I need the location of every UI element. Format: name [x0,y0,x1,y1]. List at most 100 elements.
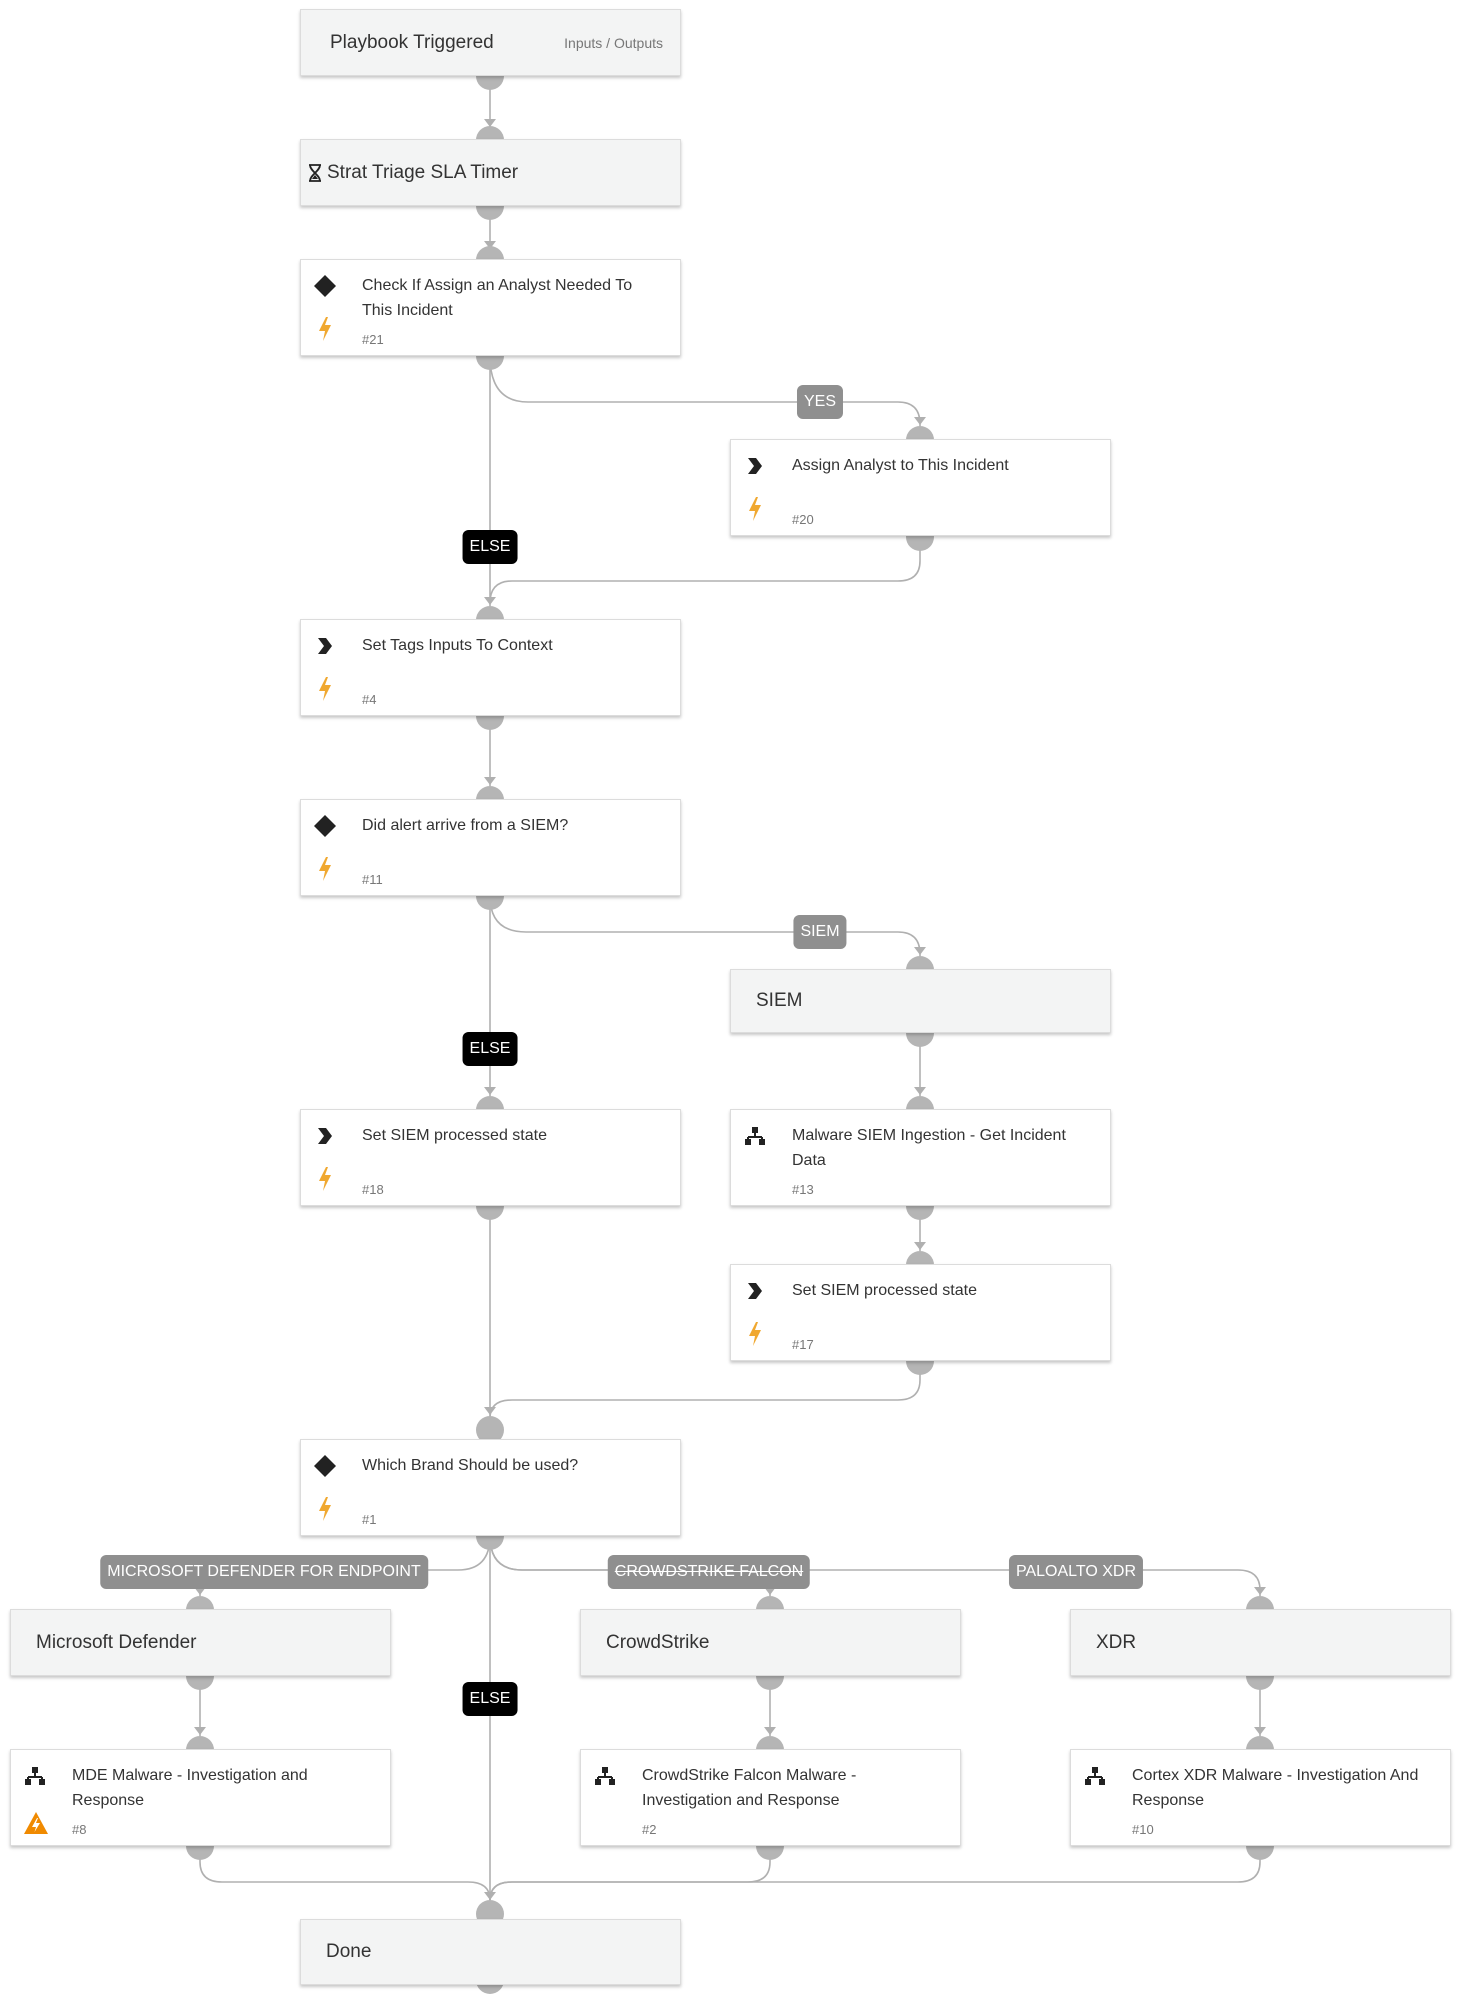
port-in [476,1416,504,1444]
arrowhead [484,1087,496,1095]
set-siem-processed-18-node[interactable]: Set SIEM processed state #18 [300,1109,681,1206]
playbook-triggered-node[interactable]: Playbook Triggered Inputs / Outputs [300,9,681,76]
wire-check-assign [489,355,921,426]
task-id: #13 [792,1182,814,1197]
task-id: #20 [792,512,814,527]
chevron-right-icon [313,1124,337,1148]
section-title: XDR [1096,1631,1137,1653]
arrowhead [764,1727,776,1735]
bolt-icon [315,1496,335,1522]
section-title: Done [326,1941,372,1962]
wire-cs-done [489,1846,771,1901]
task-name: Cortex XDR Malware - Investigation And R… [1132,1767,1419,1809]
section-title: CrowdStrike [606,1631,710,1653]
condition-label-yes[interactable]: YES [796,385,844,419]
task-name: Malware SIEM Ingestion - Get Incident Da… [792,1127,1066,1169]
wire-assign-merge [489,537,921,604]
arrowhead [914,417,926,425]
task-id: #1 [362,1512,377,1527]
crowdstrike-section-node[interactable]: CrowdStrike [580,1609,961,1676]
hourglass-icon [309,163,321,182]
set-tags-node[interactable]: Set Tags Inputs To Context #4 [300,619,681,716]
mde-malware-node[interactable]: MDE Malware - Investigation and Response… [10,1749,391,1846]
which-brand-node[interactable]: Which Brand Should be used? #1 [300,1439,681,1536]
chevron-right-icon [313,634,337,658]
bolt-icon [315,676,335,702]
sla-timer-node[interactable]: Strat Triage SLA Timer [300,139,681,206]
node-title: Playbook Triggered [330,31,494,53]
malware-siem-ingestion-node[interactable]: Malware SIEM Ingestion - Get Incident Da… [730,1109,1111,1206]
section-title: Microsoft Defender [36,1631,197,1653]
task-name: Check If Assign an Analyst Needed To Thi… [362,277,633,319]
arrowhead [194,1587,206,1595]
condition-label-microsoft-defender[interactable]: MICROSOFT DEFENDER FOR ENDPOINT [100,1555,428,1589]
task-name: Set SIEM processed state [362,1127,547,1144]
cortex-xdr-malware-node[interactable]: Cortex XDR Malware - Investigation And R… [1070,1749,1451,1846]
bolt-icon [745,1321,765,1347]
arrowhead [1254,1587,1266,1595]
microsoft-defender-section-node[interactable]: Microsoft Defender [10,1609,391,1676]
condition-label-else[interactable]: ELSE [462,530,518,564]
task-id: #18 [362,1182,384,1197]
arrowhead [484,1407,496,1415]
sub-playbook-icon [593,1764,617,1788]
task-name: Which Brand Should be used? [362,1457,579,1474]
section-title: SIEM [756,990,803,1011]
arrowhead [764,1587,776,1595]
task-name: MDE Malware - Investigation and Response [72,1767,308,1809]
chevron-right-icon [743,1279,767,1303]
chevron-right-icon [743,454,767,478]
condition-label-else[interactable]: ELSE [462,1682,518,1716]
arrowhead [914,947,926,955]
wire-xdr-done [489,1846,1261,1901]
inputs-outputs-link[interactable]: Inputs / Outputs [564,34,663,51]
task-id: #2 [642,1822,657,1837]
task-id: #11 [362,872,383,887]
bolt-icon [315,856,335,882]
arrowhead [484,597,496,605]
arrowhead [484,1892,496,1900]
task-name: Set SIEM processed state [792,1282,977,1299]
sub-playbook-icon [1083,1764,1107,1788]
diamond-icon [313,814,337,838]
task-id: #10 [1132,1822,1154,1837]
sub-playbook-icon [23,1764,47,1788]
arrowhead [914,1087,926,1095]
set-siem-processed-17-node[interactable]: Set SIEM processed state #17 [730,1264,1111,1361]
bolt-icon [745,496,765,522]
condition-label-else[interactable]: ELSE [462,1032,518,1066]
check-assign-analyst-node[interactable]: Check If Assign an Analyst Needed To Thi… [300,259,681,356]
task-name: Did alert arrive from a SIEM? [362,817,569,834]
task-id: #21 [362,332,384,347]
arrowhead [484,119,496,127]
task-id: #17 [792,1337,814,1352]
bolt-icon [315,1166,335,1192]
task-name: Assign Analyst to This Incident [792,457,1009,474]
diamond-icon [313,274,337,298]
wire-mde-done [199,1846,491,1901]
task-name: Set Tags Inputs To Context [362,637,553,654]
diamond-icon [313,1454,337,1478]
wire-brand-xdr [489,1535,1261,1596]
node-title: Strat Triage SLA Timer [327,161,519,183]
crowdstrike-malware-node[interactable]: CrowdStrike Falcon Malware - Investigati… [580,1749,961,1846]
sub-playbook-icon [743,1124,767,1148]
task-id: #8 [72,1822,87,1837]
did-alert-siem-node[interactable]: Did alert arrive from a SIEM? #11 [300,799,681,896]
arrowhead [484,241,496,249]
wire-set17-merge [489,1361,921,1419]
condition-label-crowdstrike-falcon[interactable]: CROWDSTRIKE FALCON [607,1555,811,1589]
wire-siemcheck-siem [489,895,921,956]
arrowhead [194,1727,206,1735]
condition-label-siem[interactable]: SIEM [793,915,847,949]
assign-analyst-node[interactable]: Assign Analyst to This Incident #20 [730,439,1111,536]
arrowhead [1254,1727,1266,1735]
xdr-section-node[interactable]: XDR [1070,1609,1451,1676]
arrowhead [914,1242,926,1250]
siem-section-node[interactable]: SIEM [730,969,1111,1033]
warning-bolt-icon [23,1811,49,1835]
arrowhead [484,777,496,785]
condition-label-paloalto-xdr[interactable]: PALOALTO XDR [1008,1555,1144,1589]
bolt-icon [315,316,335,342]
done-node[interactable]: Done [300,1919,681,1985]
